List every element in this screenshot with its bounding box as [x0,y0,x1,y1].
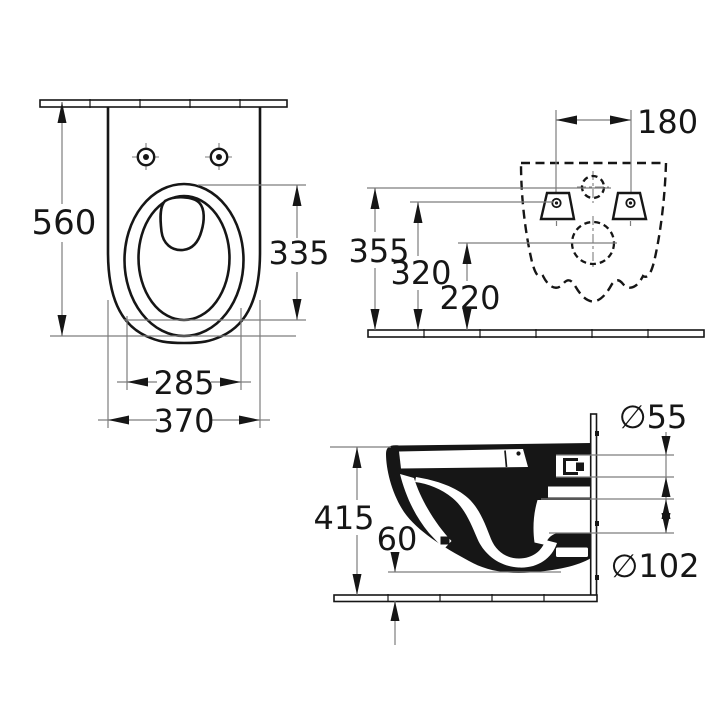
bowl-front-cavity [400,474,452,549]
dim-180: 180 [556,103,698,141]
seat-hole-left [132,143,160,171]
inlet-pipe-plug [576,462,584,471]
dim-370: 370 [98,300,270,440]
seat-screw-dot [516,451,521,456]
dim-285: 285 [117,308,251,402]
seat-band-divider [504,450,508,468]
outlet-lower-notch [556,547,588,557]
dim-560-label: 560 [32,203,97,243]
dim-320: 320 [390,201,553,330]
dim-335: 335 [124,184,330,321]
dim-415-label: 415 [313,499,374,537]
rear-view: 180 355 320 220 [348,103,705,338]
fixing-bracket-left [539,191,576,226]
dim-dia55-dia102: ∅55 ∅102 [541,398,699,585]
seat-hole-right [205,143,233,171]
top-view: 560 335 285 [32,99,330,440]
dim-60-label: 60 [377,520,418,558]
dim-370-label: 370 [153,402,214,440]
side-view: 415 60 ∅55 ∅102 [313,398,699,645]
dim-60: 60 [377,520,561,645]
outlet-chamber [533,500,591,545]
dim-220-label: 220 [439,279,500,317]
inlet-hole [577,171,609,203]
dim-220: 220 [439,242,617,330]
wall-line-side-view [589,413,599,602]
dim-dia55-label: ∅55 [619,398,688,436]
dim-355-label: 355 [348,232,409,270]
floor-hatch-rear-view [367,329,705,338]
trap-channel [415,477,557,568]
dim-355: 355 [348,187,611,330]
rim-jet-notch [440,536,450,545]
dim-180-label: 180 [637,103,698,141]
wall-hatch-top-view [39,99,288,108]
seat-section-band [399,449,528,469]
footprint-dashed-outline [519,161,668,303]
dim-dia102-label: ∅102 [611,547,700,585]
dim-285-label: 285 [153,364,214,402]
dim-335-label: 335 [268,234,329,272]
inlet-pipe-bracket [563,458,578,475]
water-spot [159,196,205,252]
floor-hatch-side-view [333,594,598,603]
dim-320-label: 320 [390,254,451,292]
outlet-upper-strip [548,486,591,498]
dim-560: 560 [32,102,296,337]
dim-415: 415 [313,446,391,595]
fixing-bracket-right [611,191,648,226]
